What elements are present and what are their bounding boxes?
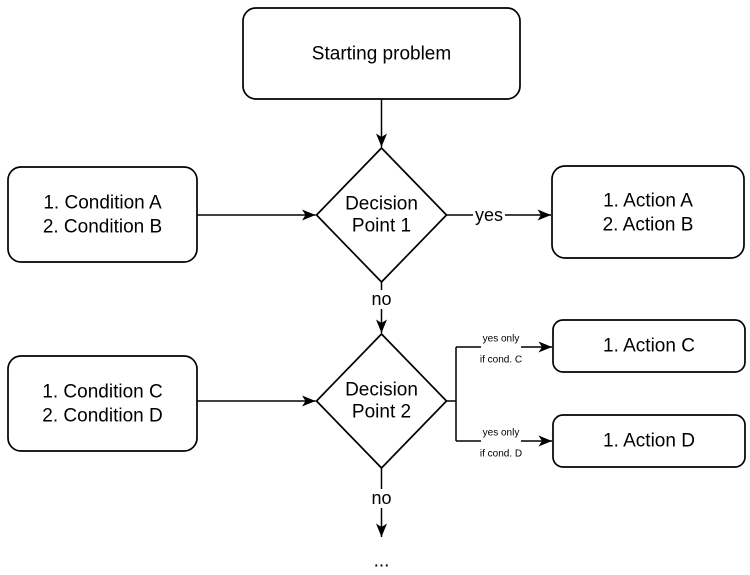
conditions-ab-line1: 1. Condition A bbox=[43, 193, 162, 214]
action-c-box bbox=[552, 319, 746, 373]
conditions-cd-line2: 2. Condition D bbox=[42, 406, 162, 427]
no-edge-label-1: no bbox=[371, 289, 391, 309]
decision-2-diamond bbox=[315, 332, 448, 470]
conditions-ab-line2: 2. Condition B bbox=[43, 217, 162, 238]
action-d-label: 1. Action D bbox=[603, 431, 695, 452]
conditions-ab-node: 1. Condition A 2. Condition B bbox=[7, 166, 198, 263]
edges bbox=[197, 99, 552, 537]
actions-ab-node: 1. Action A 2. Action B bbox=[551, 165, 745, 259]
conditions-ab-box bbox=[7, 166, 198, 263]
conditions-cd-node: 1. Condition C 2. Condition D bbox=[7, 355, 198, 452]
continuation-ellipsis-label: ... bbox=[374, 551, 390, 572]
no-edge-label-2: no bbox=[371, 488, 391, 508]
start-node-label: Starting problem bbox=[312, 44, 451, 65]
branch-d-label-line2: if cond. D bbox=[480, 449, 522, 460]
actions-ab-line1: 1. Action A bbox=[603, 191, 693, 212]
branch-c-label-line1: yes only bbox=[483, 334, 520, 345]
edge-label-layer: yes no yes only if cond. C yes only if c… bbox=[371, 205, 522, 572]
action-c-label: 1. Action C bbox=[603, 336, 695, 357]
decision-2-node: Decision Point 2 bbox=[315, 332, 448, 470]
decision-2-label-line1: Decision bbox=[345, 380, 418, 401]
action-d-node: 1. Action D bbox=[552, 414, 746, 468]
action-c-node: 1. Action C bbox=[552, 319, 746, 373]
edge-decision2-branch-stem bbox=[446, 347, 457, 441]
decision-1-label-line1: Decision bbox=[345, 194, 418, 215]
actions-ab-line2: 2. Action B bbox=[603, 215, 694, 236]
branch-d-label-line1: yes only bbox=[483, 428, 520, 439]
conditions-cd-box bbox=[7, 355, 198, 452]
decision-2-label-line2: Point 2 bbox=[352, 402, 411, 423]
yes-edge-label: yes bbox=[475, 205, 503, 225]
branch-c-label-line2: if cond. C bbox=[480, 355, 522, 366]
start-node: Starting problem bbox=[242, 7, 521, 100]
decision-1-diamond bbox=[315, 146, 448, 284]
decision-1-label-line2: Point 1 bbox=[352, 216, 411, 237]
actions-ab-box bbox=[551, 165, 745, 259]
start-node-box bbox=[242, 7, 521, 100]
action-d-box bbox=[552, 414, 746, 468]
decision-1-node: Decision Point 1 bbox=[315, 146, 448, 284]
conditions-cd-line1: 1. Condition C bbox=[42, 382, 162, 403]
